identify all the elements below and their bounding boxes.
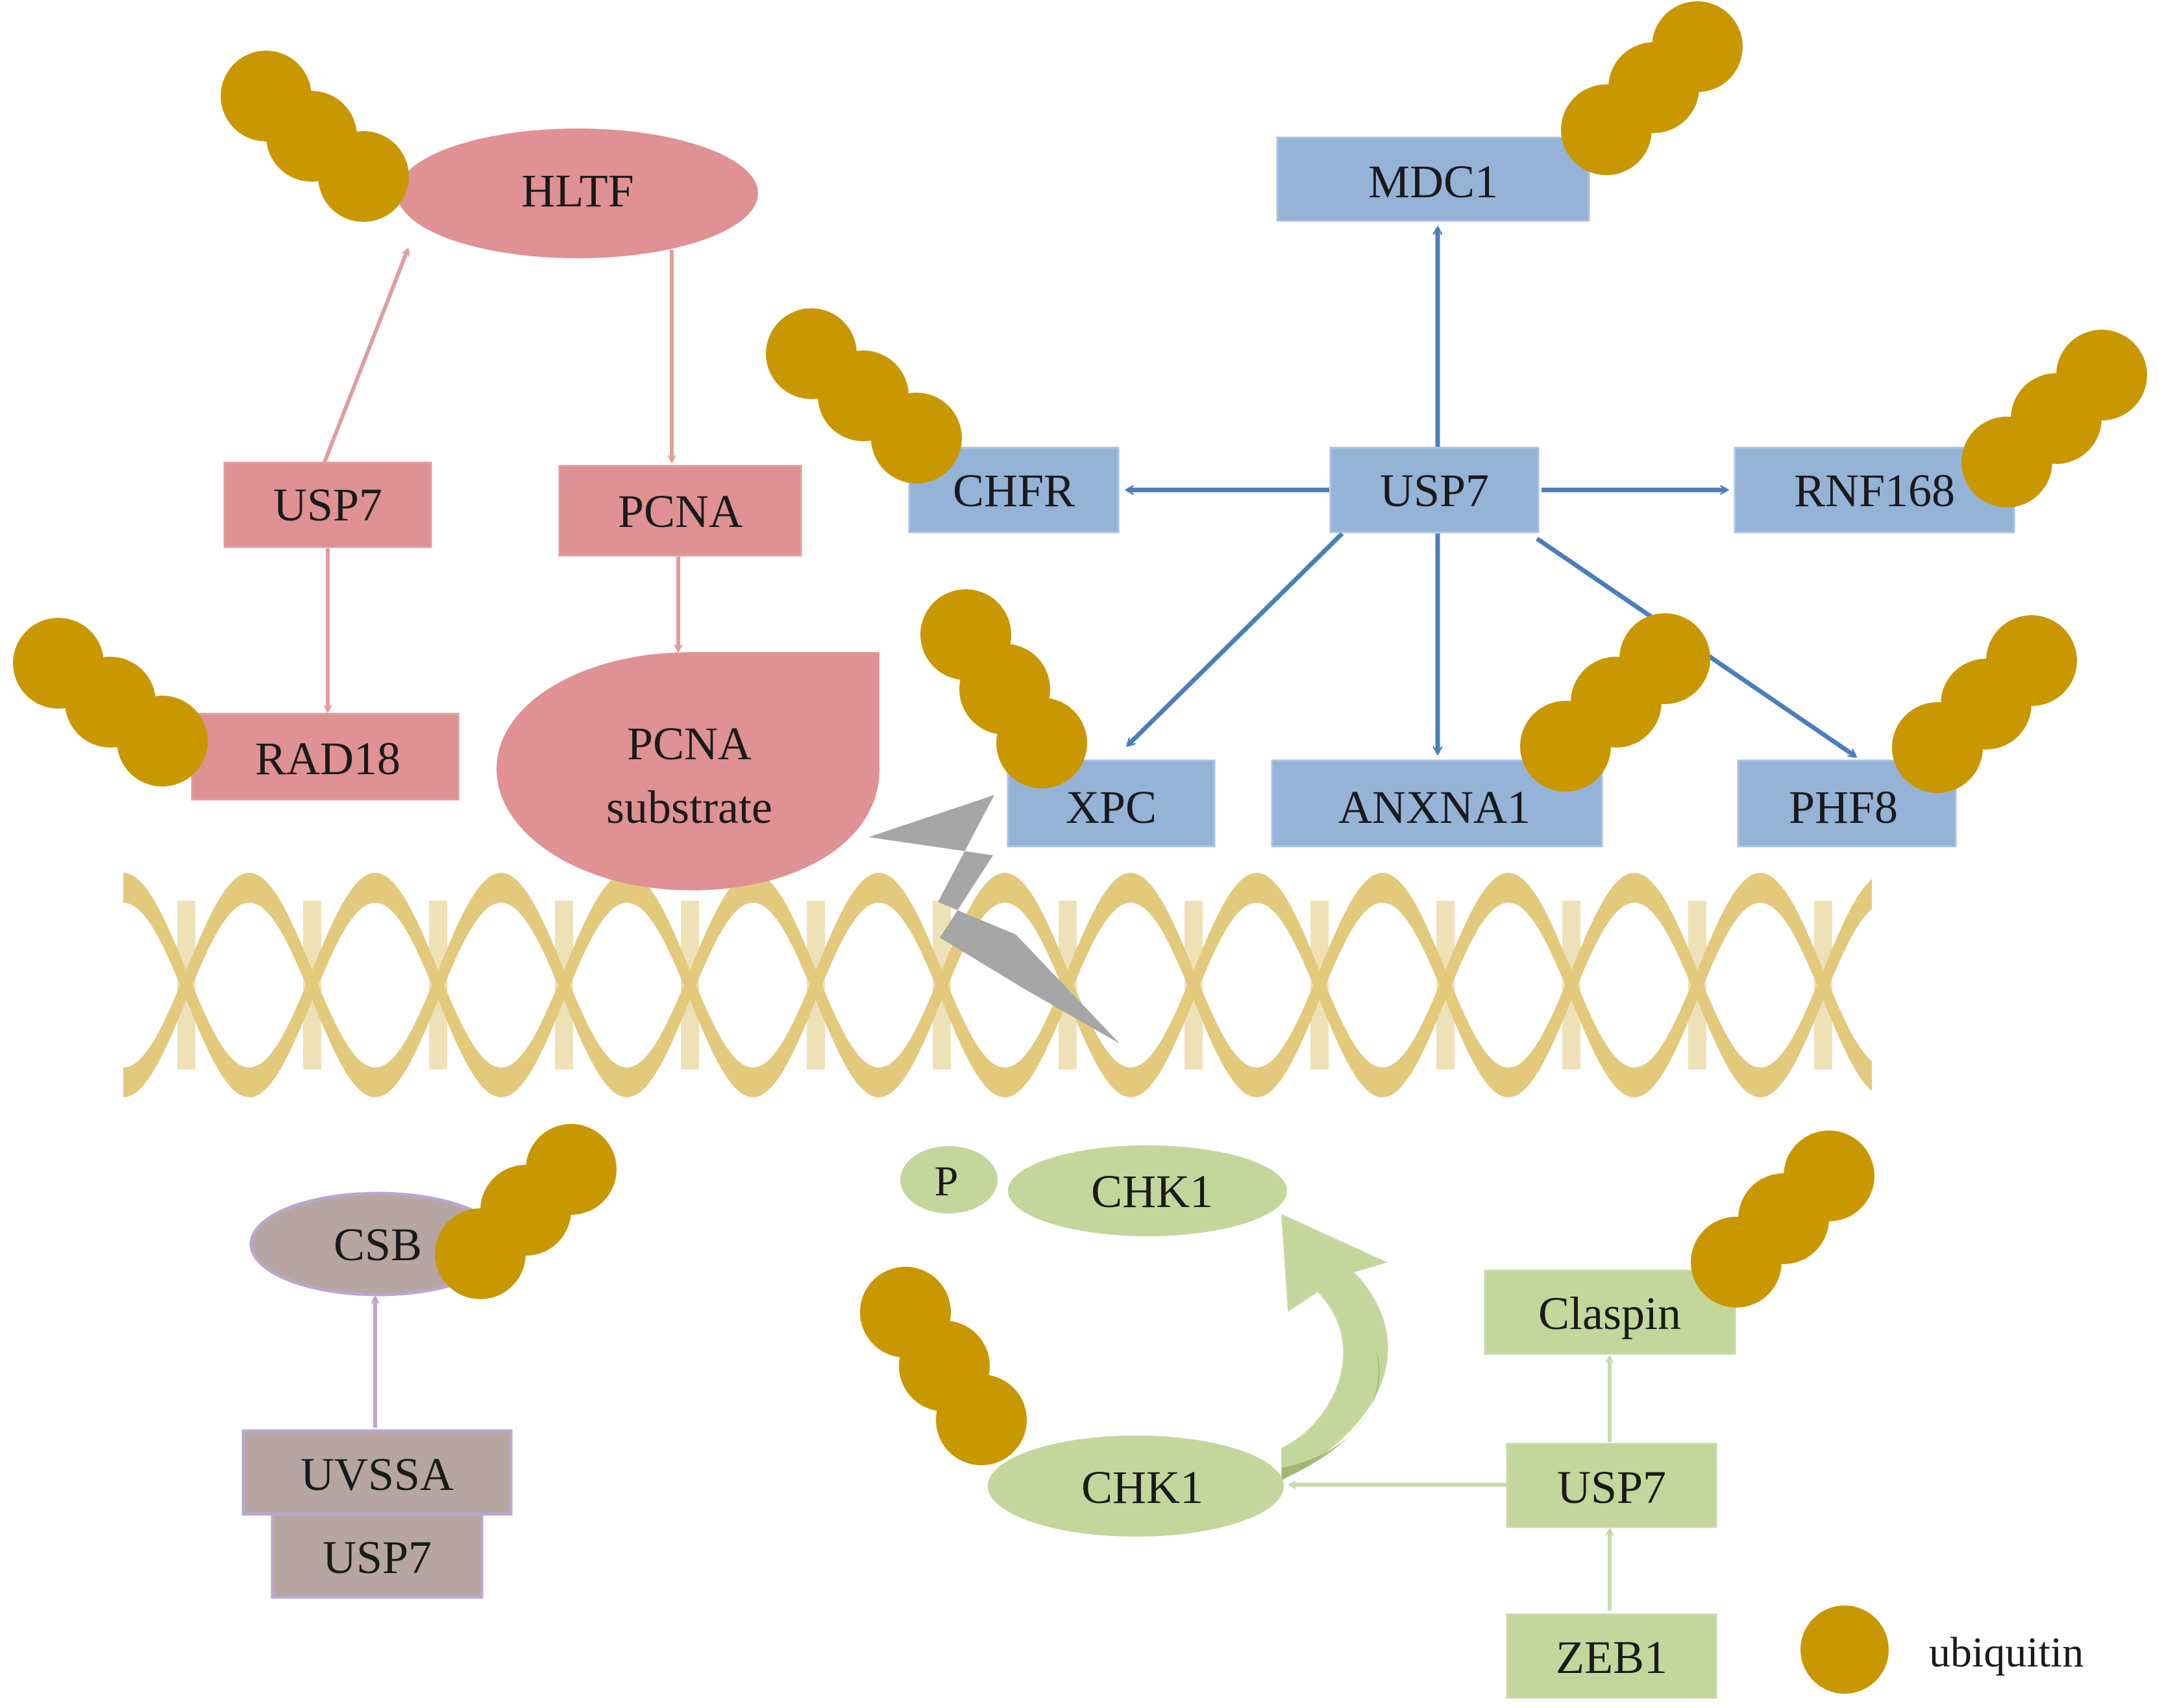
chk1-label: CHK1: [1081, 1461, 1203, 1513]
dna-base-pair: [177, 901, 195, 1069]
dna-base-pair: [1310, 901, 1329, 1069]
usp7-label-pink: USP7: [273, 479, 382, 531]
dna-base-pair: [1688, 901, 1706, 1069]
usp7-node-blue: [1329, 446, 1540, 533]
dna-base-pair: [1814, 901, 1832, 1069]
ubiquitin-chains: [13, 1, 2147, 1465]
hltf-label: HLTF: [521, 165, 633, 217]
dna-base-pair: [1562, 901, 1580, 1069]
phf8-label: PHF8: [1789, 781, 1898, 833]
arrow-chk1-shadow: [1282, 1350, 1380, 1480]
dna-helix-icon: [123, 873, 1872, 1097]
rnf168-label: RNF168: [1794, 465, 1955, 517]
ubiquitin-anxna1-3-icon: [1520, 701, 1611, 792]
ubiquitin-csb-3-icon: [435, 1208, 526, 1299]
pcna-node: [558, 465, 802, 557]
chk1-phospho-node: [1008, 1145, 1287, 1236]
zeb1-node: [1506, 1613, 1717, 1699]
uvssa-node: [241, 1429, 513, 1516]
ubiquitin-rad18-3-icon: [117, 696, 208, 787]
phosphate-label: P: [935, 1158, 959, 1205]
arrow-usp7-to-xpc: [1128, 531, 1344, 745]
xpc-label: XPC: [1066, 781, 1157, 833]
blue-pathway: MDC1 CHFR USP7 RNF168 XPC ANXNA1 PHF8: [908, 136, 2015, 848]
usp7-label-green: USP7: [1557, 1461, 1666, 1513]
dna-base-pair: [807, 901, 825, 1069]
usp7-node-green: [1506, 1443, 1717, 1528]
ubiquitin-rnf168-3-icon: [1961, 417, 2052, 507]
arrow-usp7-to-hltf: [323, 250, 408, 463]
zeb1-label: ZEB1: [1556, 1631, 1667, 1683]
pcna-label: PCNA: [618, 485, 743, 537]
ubiquitin-mdc1-3-icon: [1561, 84, 1652, 175]
legend: ubiquitin: [1800, 1605, 2083, 1694]
dna-base-pair: [429, 901, 447, 1069]
dna-base-pair: [681, 901, 699, 1069]
anxna1-label: ANXNA1: [1338, 781, 1530, 833]
hltf-node: [397, 128, 758, 258]
pcna-substrate-label-line1: PCNA: [627, 718, 752, 770]
claspin-node: [1484, 1269, 1736, 1355]
usp7-label-blue: USP7: [1380, 465, 1489, 517]
legend-ubiquitin-label: ubiquitin: [1929, 1629, 2083, 1676]
ubiquitin-chfr-3-icon: [871, 393, 962, 483]
ubiquitin-hltf-3-icon: [318, 131, 409, 222]
rad18-label: RAD18: [255, 733, 400, 785]
ubiquitin-claspin-3-icon: [1691, 1217, 1782, 1308]
ubiquitin-chk1-3-icon: [936, 1374, 1027, 1465]
arrow-chk1-to-phospho-chk1: [1281, 1214, 1388, 1481]
claspin-label: Claspin: [1538, 1287, 1681, 1339]
pcna-substrate-label-line2: substrate: [606, 781, 772, 833]
ubiquitin-phf8-3-icon: [1892, 702, 1983, 793]
csb-label: CSB: [334, 1219, 422, 1271]
green-pathway: P CHK1 CHK1 Claspin USP7 ZEB1: [900, 1145, 1736, 1699]
chk1-node: [988, 1435, 1284, 1537]
pcna-substrate-node: [497, 652, 879, 890]
dna-base-pair: [555, 901, 573, 1069]
ubiquitin-icon: [1800, 1605, 1889, 1694]
lightning-bolt-icon: [868, 795, 1120, 1043]
phosphate-node: [900, 1146, 998, 1214]
uvssa-label: UVSSA: [301, 1448, 454, 1500]
ubiquitin-xpc-3-icon: [996, 698, 1087, 788]
dna-base-pair: [1185, 901, 1203, 1069]
chfr-label: CHFR: [953, 465, 1075, 517]
usp7-label-purple: USP7: [323, 1531, 432, 1583]
pink-pathway: HLTF USP7 PCNA RAD18 PCNA substrate: [191, 128, 879, 890]
mdc1-node: [1276, 136, 1590, 222]
usp7-node-purple: [271, 1512, 484, 1599]
mdc1-label: MDC1: [1368, 156, 1498, 208]
dna-base-pair: [1436, 901, 1455, 1069]
dna-base-pair: [303, 901, 321, 1069]
chk1-phospho-label: CHK1: [1091, 1165, 1213, 1217]
usp7-node-pink: [223, 461, 432, 548]
